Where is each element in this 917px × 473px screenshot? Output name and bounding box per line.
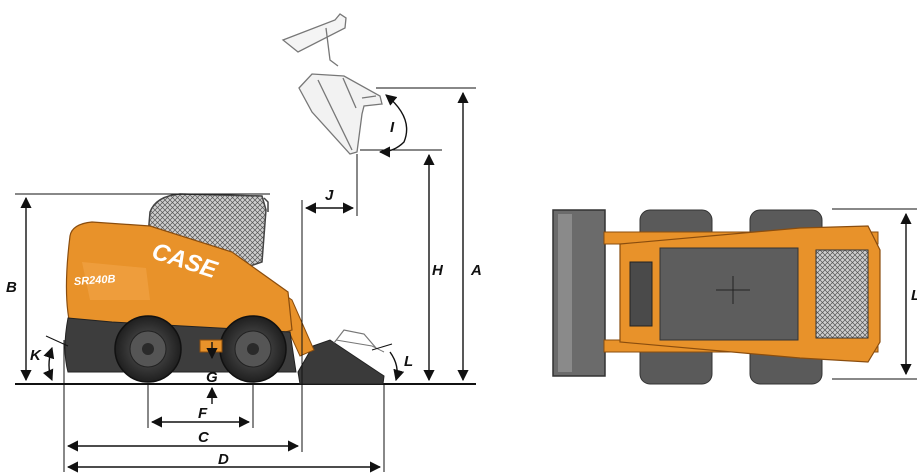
top-grille (815, 249, 869, 339)
top-cab-roof (659, 247, 799, 341)
front-wheel (219, 315, 287, 383)
bucket (297, 329, 385, 385)
dim-label-b: B (6, 279, 17, 296)
dim-label-width: L (911, 287, 917, 304)
dim-label-k: K (30, 347, 42, 364)
dim-label-i: I (390, 119, 395, 136)
model-label: SR240B (74, 273, 116, 288)
dim-label-j: J (325, 187, 334, 204)
top-view: L (552, 208, 917, 385)
dim-label-h: H (432, 262, 444, 279)
raised-bucket-outline (281, 13, 383, 155)
dim-label-f: F (198, 405, 208, 422)
dim-label-g: G (206, 369, 218, 386)
side-view: CASE SR240B (6, 13, 482, 473)
rear-wheel (114, 315, 182, 383)
dim-label-d: D (218, 451, 229, 468)
dim-label-a: A (470, 262, 482, 279)
dimension-lines (15, 87, 476, 473)
dim-label-l: L (404, 353, 413, 370)
dim-label-c: C (198, 429, 210, 446)
